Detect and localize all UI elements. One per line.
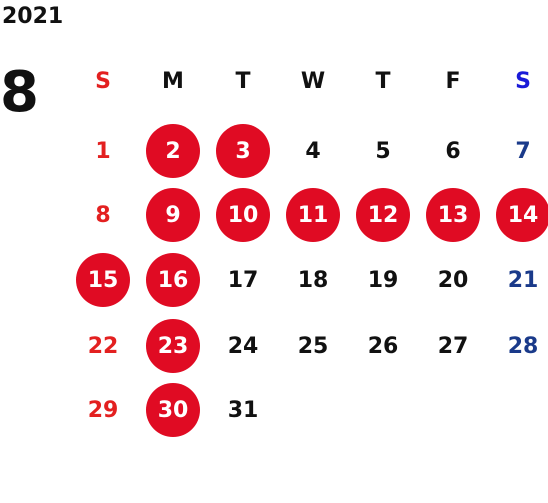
- day-cell: 26: [367, 333, 399, 359]
- day-cell: 8: [95, 202, 111, 228]
- day-cell: 25: [297, 333, 329, 359]
- weekday-header: T: [375, 68, 391, 94]
- day-cell: 17: [227, 267, 259, 293]
- holiday-day-cell: 15: [76, 253, 130, 307]
- month-number: 8: [0, 60, 39, 125]
- weekday-header: M: [162, 68, 184, 94]
- day-cell: 24: [227, 333, 259, 359]
- holiday-day-cell: 10: [216, 188, 270, 242]
- weekday-header: S: [515, 68, 531, 94]
- weekday-header: T: [235, 68, 251, 94]
- day-cell: 27: [437, 333, 469, 359]
- day-cell: 22: [87, 333, 119, 359]
- year-label: 2021: [2, 4, 64, 29]
- day-cell: 29: [87, 397, 119, 423]
- day-cell: 28: [507, 333, 539, 359]
- weekday-header: W: [300, 68, 326, 94]
- day-cell: 4: [305, 138, 321, 164]
- holiday-day-cell: 11: [286, 188, 340, 242]
- day-cell: 1: [95, 138, 111, 164]
- day-cell: 31: [227, 397, 259, 423]
- holiday-day-cell: 23: [146, 319, 200, 373]
- holiday-day-cell: 9: [146, 188, 200, 242]
- day-cell: 7: [515, 138, 531, 164]
- holiday-day-cell: 12: [356, 188, 410, 242]
- weekday-header: S: [95, 68, 111, 94]
- weekday-header: F: [445, 68, 461, 94]
- holiday-day-cell: 14: [496, 188, 548, 242]
- holiday-day-cell: 2: [146, 124, 200, 178]
- day-cell: 6: [445, 138, 461, 164]
- day-cell: 21: [507, 267, 539, 293]
- holiday-day-cell: 13: [426, 188, 480, 242]
- holiday-day-cell: 3: [216, 124, 270, 178]
- day-cell: 19: [367, 267, 399, 293]
- day-cell: 20: [437, 267, 469, 293]
- day-cell: 5: [375, 138, 391, 164]
- day-cell: 18: [297, 267, 329, 293]
- holiday-day-cell: 16: [146, 253, 200, 307]
- holiday-day-cell: 30: [146, 383, 200, 437]
